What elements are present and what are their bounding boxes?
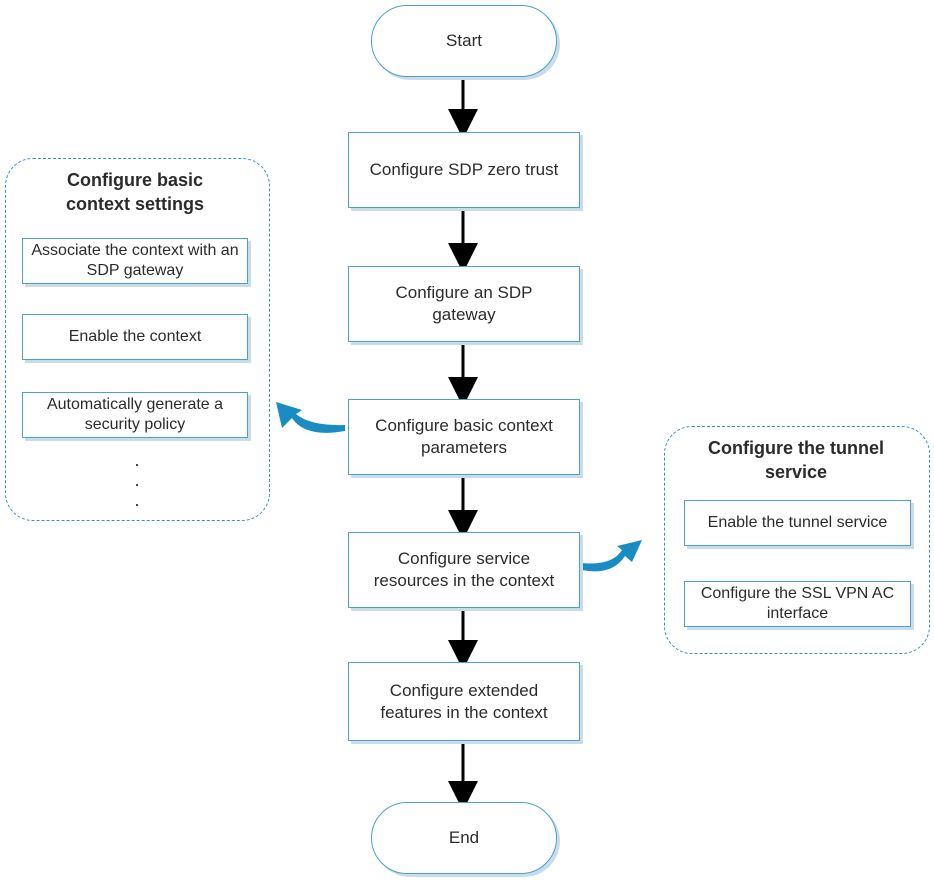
sub-auto-generate-security-policy: Automatically generate a security policy (22, 392, 248, 438)
step-label: Configure basic context parameters (375, 416, 553, 457)
sub-label: Configure the SSL VPN AC interface (700, 585, 895, 622)
curved-arrow-left (276, 402, 345, 433)
sub-label: Associate the context with an SDP gatewa… (31, 242, 239, 279)
step-configure-basic-context-parameters: Configure basic context parameters (348, 399, 580, 475)
curved-arrow-right (582, 540, 642, 572)
sub-label: Automatically generate a security policy (46, 396, 224, 433)
step-label: Configure extended features in the conte… (380, 680, 548, 722)
step-configure-sdp-zero-trust: Configure SDP zero trust (348, 132, 580, 208)
sub-enable-tunnel-service: Enable the tunnel service (684, 500, 911, 546)
end-label: End (448, 828, 480, 847)
group-title-tunnel-service: Configure the tunnel service (708, 438, 884, 482)
step-configure-sdp-gateway: Configure an SDP gateway (348, 266, 580, 342)
sub-label: Enable the context (68, 328, 202, 345)
step-configure-service-resources: Configure service resources in the conte… (348, 532, 580, 608)
sub-associate-context-gateway: Associate the context with an SDP gatewa… (22, 238, 248, 284)
step-label: Configure service resources in the conte… (373, 549, 555, 590)
ellipsis-vertical: . . . (134, 450, 140, 510)
step-configure-extended-features: Configure extended features in the conte… (348, 662, 580, 741)
step-label: Configure SDP zero trust (369, 160, 559, 179)
step-label: Configure an SDP gateway (395, 283, 533, 324)
group-title-basic-context-settings: Configure basic context settings (65, 170, 205, 214)
start-label: Start (446, 31, 482, 50)
sub-configure-ssl-vpn-ac-interface: Configure the SSL VPN AC interface (684, 581, 911, 627)
sub-label: Enable the tunnel service (707, 514, 888, 531)
start-node: Start (371, 5, 557, 77)
end-node: End (371, 802, 557, 874)
sub-enable-context: Enable the context (22, 314, 248, 360)
